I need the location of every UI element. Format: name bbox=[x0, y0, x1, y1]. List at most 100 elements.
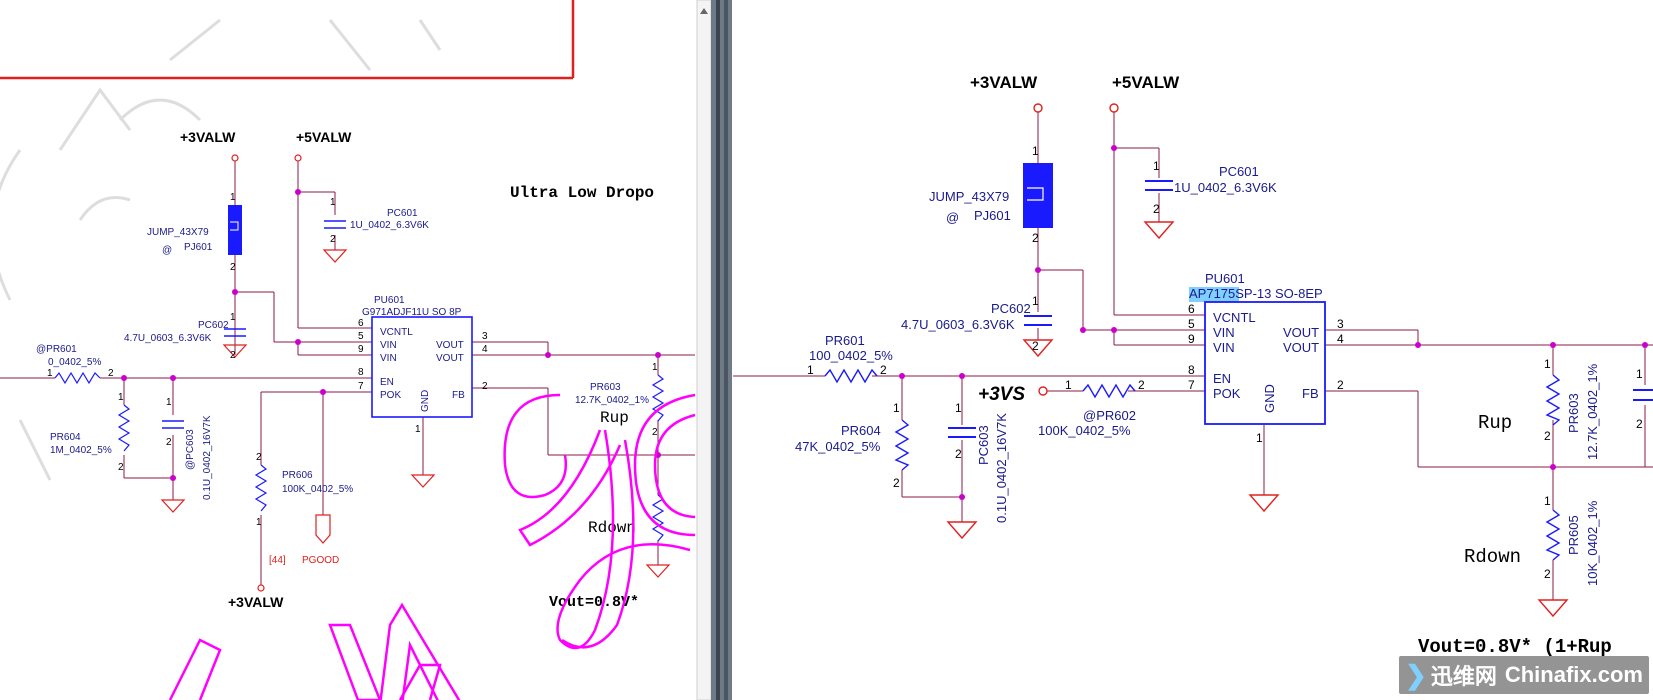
svg-text:4: 4 bbox=[1337, 332, 1344, 346]
svg-text:1: 1 bbox=[415, 424, 421, 435]
right-pu601-val-rest: SP-13 SO-8EP bbox=[1235, 286, 1322, 301]
svg-text:2: 2 bbox=[955, 447, 962, 461]
svg-text:1: 1 bbox=[652, 362, 658, 373]
right-pr604-ref: PR604 bbox=[841, 423, 881, 438]
right-pr604-val: 47K_0402_5% bbox=[795, 439, 881, 454]
right-pin-fb: FB bbox=[1302, 386, 1319, 401]
right-pc602-val: 4.7U_0603_6.3V6K bbox=[901, 317, 1015, 332]
svg-text:1: 1 bbox=[955, 401, 962, 415]
svg-text:1: 1 bbox=[1544, 494, 1551, 508]
svg-text:7: 7 bbox=[1188, 378, 1195, 392]
left-pr601-ref: @PR601 bbox=[36, 344, 77, 355]
svg-text:1: 1 bbox=[118, 392, 124, 403]
svg-text:1: 1 bbox=[1032, 294, 1039, 308]
right-pu601-val: AP7175SP-13 SO-8EP bbox=[1189, 286, 1323, 301]
svg-text:1: 1 bbox=[893, 401, 900, 415]
right-pu601-ref: PU601 bbox=[1205, 271, 1245, 286]
svg-text:8: 8 bbox=[1188, 363, 1195, 377]
svg-text:2: 2 bbox=[1544, 567, 1551, 581]
right-pr603-ref: PR603 bbox=[1566, 393, 1581, 433]
svg-text:1: 1 bbox=[1636, 367, 1643, 381]
right-pr605-ref: PR605 bbox=[1566, 515, 1581, 555]
watermark-en: Chinafix.com bbox=[1504, 662, 1643, 687]
svg-text:5: 5 bbox=[358, 331, 364, 342]
right-pr602-ref: @PR602 bbox=[1083, 408, 1136, 423]
left-pgood: PGOOD bbox=[302, 555, 339, 566]
left-jump-name: JUMP_43X79 bbox=[147, 227, 209, 238]
right-pc602-ref: PC602 bbox=[991, 301, 1031, 316]
right-pin-gnd: GND bbox=[1262, 384, 1277, 413]
svg-text:7: 7 bbox=[358, 381, 364, 392]
svg-text:1: 1 bbox=[330, 197, 336, 208]
right-jump-name: JUMP_43X79 bbox=[929, 189, 1009, 204]
left-vout-eq: Vout=0.8V* bbox=[549, 594, 639, 611]
right-rdown: Rdown bbox=[1464, 546, 1521, 568]
left-pr604-ref: PR604 bbox=[50, 432, 81, 443]
right-vout-eq: Vout=0.8V* (1+Rup bbox=[1418, 636, 1612, 658]
right-pr605-val: 10K_0402_1% bbox=[1585, 500, 1600, 586]
svg-text:4: 4 bbox=[482, 344, 488, 355]
right-jump-ref: PJ601 bbox=[974, 208, 1011, 223]
svg-text:2: 2 bbox=[1544, 429, 1551, 443]
svg-text:2: 2 bbox=[652, 427, 658, 438]
svg-text:2: 2 bbox=[1337, 378, 1344, 392]
svg-text:2: 2 bbox=[118, 462, 124, 473]
watermark-arrow-icon: ❯ bbox=[1405, 659, 1427, 690]
left-jumper-pj601 bbox=[228, 205, 242, 255]
svg-text:2: 2 bbox=[1153, 202, 1160, 216]
left-scroll-up-icon[interactable] bbox=[700, 8, 708, 14]
left-title-text: Ultra Low Dropo bbox=[510, 184, 654, 202]
left-pin-vin2: VIN bbox=[380, 353, 397, 364]
left-pr606-val: 100K_0402_5% bbox=[282, 484, 353, 495]
svg-text:1: 1 bbox=[166, 397, 172, 408]
confidential-watermark bbox=[0, 18, 442, 481]
svg-text:1: 1 bbox=[1256, 431, 1263, 445]
left-pc601-val: 1U_0402_6.3V6K bbox=[350, 220, 429, 231]
right-power-3valw: +3VALW bbox=[970, 73, 1038, 92]
right-pc603-val: 0.1U_0402_16V7K bbox=[994, 413, 1009, 523]
right-pc601-val: 1U_0402_6.3V6K bbox=[1174, 180, 1277, 195]
svg-text:9: 9 bbox=[1188, 332, 1195, 346]
svg-text:2: 2 bbox=[330, 234, 336, 245]
right-power-3vs: +3VS bbox=[978, 384, 1025, 405]
right-pin-vin2: VIN bbox=[1213, 340, 1235, 355]
pane-divider[interactable] bbox=[711, 0, 732, 700]
right-pin-pok: POK bbox=[1213, 386, 1241, 401]
svg-text:1: 1 bbox=[47, 368, 53, 379]
svg-text:3: 3 bbox=[1337, 317, 1344, 331]
svg-text:2: 2 bbox=[893, 476, 900, 490]
left-scrollbar[interactable] bbox=[696, 0, 712, 700]
svg-text:1: 1 bbox=[1032, 144, 1039, 158]
left-pin-vcntl: VCNTL bbox=[380, 327, 413, 338]
svg-text:8: 8 bbox=[358, 367, 364, 378]
svg-text:2: 2 bbox=[256, 452, 262, 463]
left-pin-en: EN bbox=[380, 377, 394, 388]
left-pin-gnd: GND bbox=[420, 390, 431, 412]
right-pin-en: EN bbox=[1213, 371, 1231, 386]
svg-text:2: 2 bbox=[482, 381, 488, 392]
svg-text:1: 1 bbox=[230, 312, 236, 323]
svg-text:5: 5 bbox=[1188, 317, 1195, 331]
chinafix-watermark: ❯ 迅维网 Chinafix.com bbox=[1399, 656, 1649, 694]
right-schematic-pane: 6 5 9 8 7 3 4 2 1 1 2 1 2 1 2 1 2 1 2 1 … bbox=[733, 73, 1653, 658]
svg-text:1: 1 bbox=[256, 517, 262, 528]
left-power-3valw-bottom: +3VALW bbox=[228, 594, 284, 610]
svg-text:3: 3 bbox=[482, 331, 488, 342]
svg-text:2: 2 bbox=[1032, 231, 1039, 245]
left-pc601-ref: PC601 bbox=[387, 208, 418, 219]
left-pr603-val: 12.7K_0402_1% bbox=[575, 395, 649, 406]
right-pr603-val: 12.7K_0402_1% bbox=[1585, 363, 1600, 460]
svg-text:1: 1 bbox=[807, 363, 814, 377]
svg-text:2: 2 bbox=[230, 350, 236, 361]
left-jump-ref: PJ601 bbox=[184, 242, 213, 253]
right-power-5valw: +5VALW bbox=[1112, 73, 1180, 92]
left-pin-vin1: VIN bbox=[380, 340, 397, 351]
svg-text:2: 2 bbox=[1032, 339, 1039, 353]
magenta-script-overlay bbox=[168, 393, 696, 700]
left-pc603-val: 0.1U_0402_16V7K bbox=[202, 415, 213, 500]
left-pr601-val: 0_0402_5% bbox=[48, 357, 101, 368]
right-jumper-pj601 bbox=[1023, 163, 1053, 228]
left-pr606-ref: PR606 bbox=[282, 470, 313, 481]
left-schematic-pane: 6 5 9 8 7 3 4 2 1 1 2 1 2 1 2 1 2 1 2 1 … bbox=[0, 0, 712, 700]
left-pc603-ref: @PC603 bbox=[185, 429, 196, 470]
